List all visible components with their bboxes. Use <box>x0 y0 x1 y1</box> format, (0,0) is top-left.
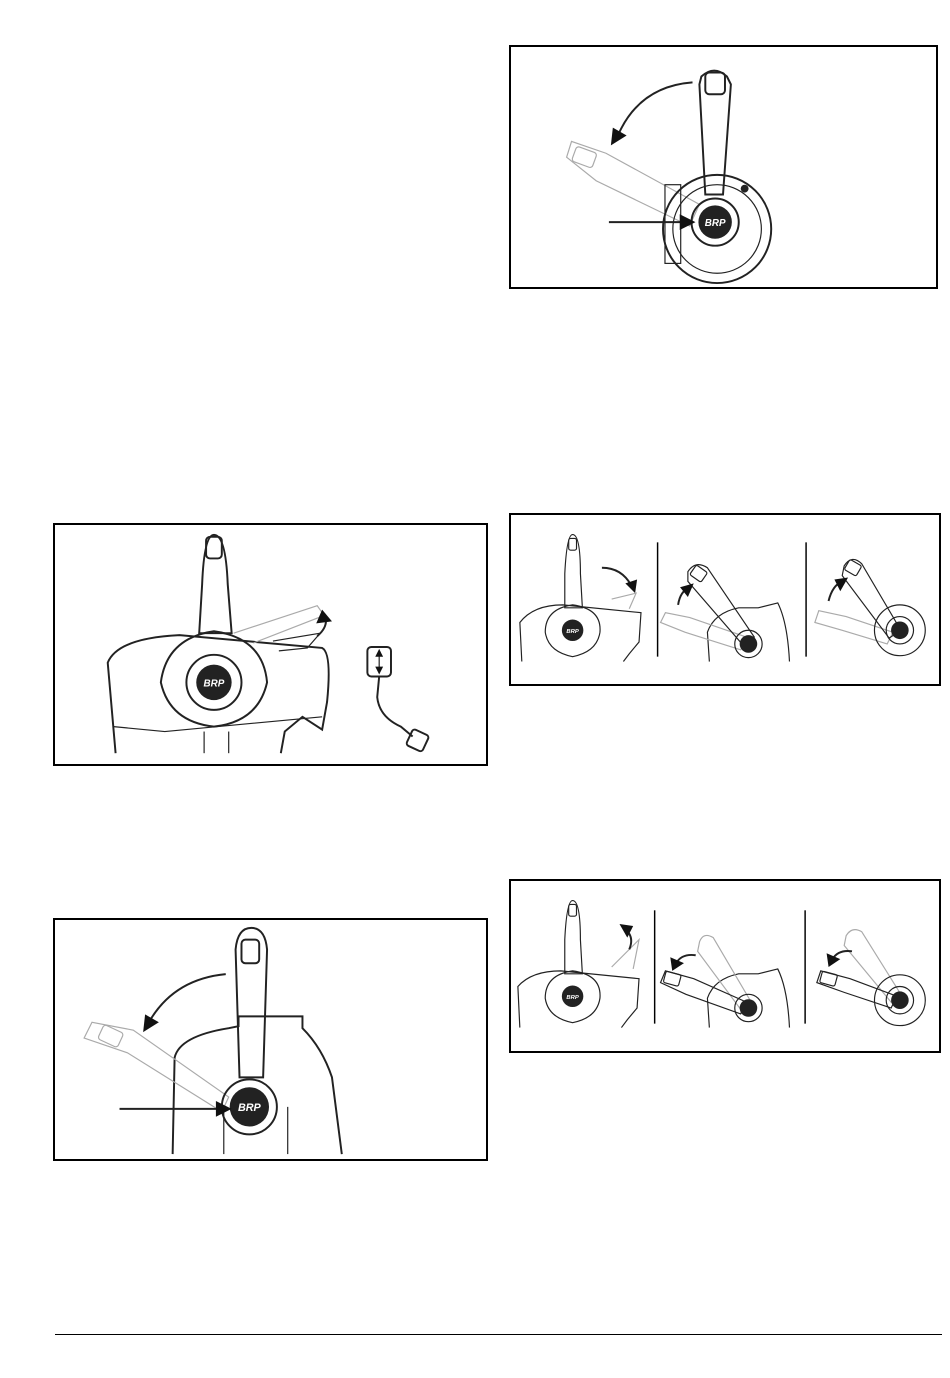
figure-lever-rotation-front: BRP <box>509 45 938 289</box>
view-side: BRP <box>520 535 641 662</box>
brp-logo-text: BRP <box>238 1102 262 1114</box>
figure-lever-rotation-side: BRP <box>53 918 488 1161</box>
lever-illustration: BRP <box>55 920 486 1159</box>
brp-logo-text: BRP <box>705 218 726 229</box>
view-front <box>661 565 790 662</box>
svg-text:BRP: BRP <box>566 995 578 1001</box>
figure-three-views-reverse: BRP <box>509 879 941 1053</box>
view-top <box>815 559 925 655</box>
figure-lever-side-with-switch: BRP <box>53 523 488 766</box>
switch-cable <box>377 676 412 736</box>
lever-button <box>705 73 725 95</box>
figure-three-views-forward: BRP <box>509 513 941 686</box>
brp-logo-text: BRP <box>204 678 225 689</box>
main-lever <box>199 535 231 633</box>
lever-illustration: BRP <box>511 47 936 287</box>
view-front <box>661 935 790 1027</box>
three-view-illustration: BRP <box>511 515 939 684</box>
rotation-arrow <box>150 974 226 1020</box>
ghost-lever <box>567 141 700 226</box>
lever-side-illustration: BRP <box>55 525 486 764</box>
view-side: BRP <box>518 901 639 1028</box>
footer-rule <box>55 1334 942 1335</box>
three-view-illustration: BRP <box>511 881 939 1051</box>
lever-button <box>241 940 259 964</box>
rotation-arrow <box>619 82 693 133</box>
view-top <box>817 930 925 1026</box>
main-lever <box>236 928 267 1077</box>
svg-text:BRP: BRP <box>566 629 578 635</box>
